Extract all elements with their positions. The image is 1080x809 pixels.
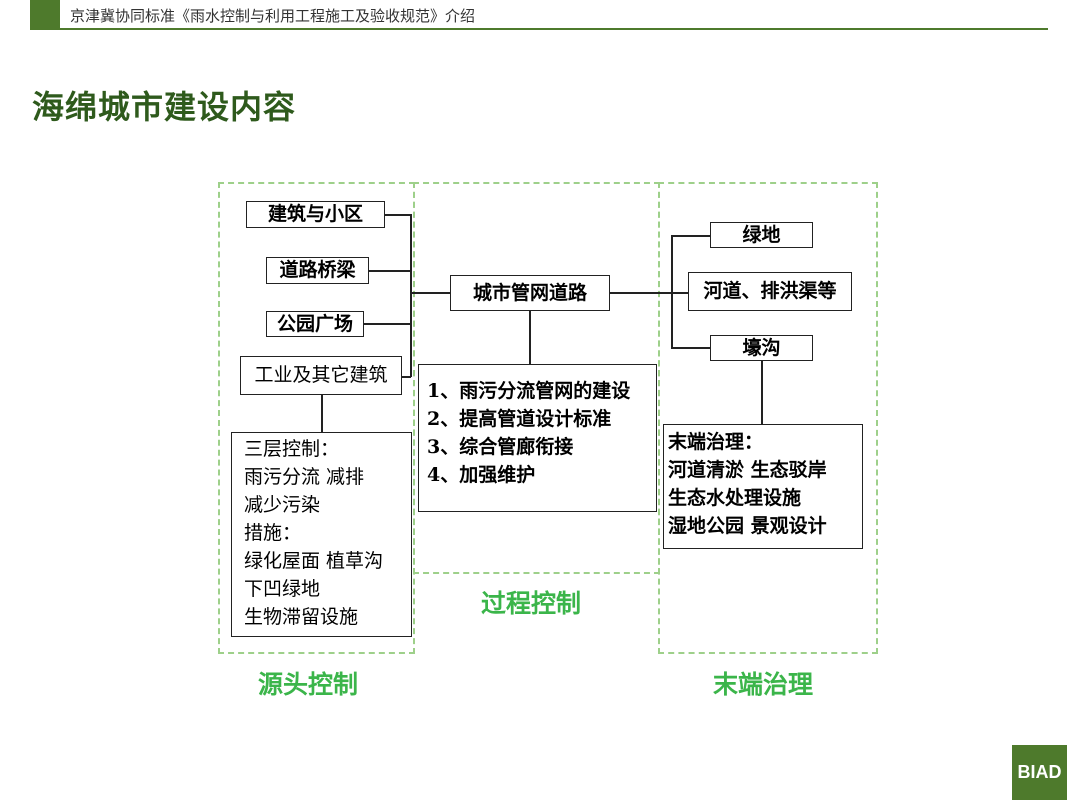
- detail-line: 减少污染: [244, 494, 321, 516]
- biad-logo: BIAD: [1012, 745, 1067, 800]
- connector-line: [402, 376, 411, 378]
- detail-line: 绿化屋面 植草沟: [244, 550, 384, 572]
- detail-line: 4、加强维护: [427, 464, 536, 486]
- detail-line: 河道清淤 生态驳岸: [668, 459, 827, 481]
- source-item-buildings: 建筑与小区: [246, 201, 385, 228]
- source-zone-label: 源头控制: [258, 670, 359, 699]
- page-title: 海绵城市建设内容: [32, 88, 297, 126]
- end-zone-label: 末端治理: [713, 670, 814, 699]
- detail-line: 湿地公园 景观设计: [668, 515, 827, 537]
- detail-line: 三层控制：: [244, 438, 340, 460]
- end-zone: [658, 182, 878, 654]
- connector-line: [369, 270, 411, 272]
- detail-line: 雨污分流 减排: [244, 466, 365, 488]
- end-details: 末端治理： 河道清淤 生态驳岸 生态水处理设施 湿地公园 景观设计: [663, 424, 863, 549]
- connector-line: [610, 292, 688, 294]
- connector-line: [410, 214, 412, 377]
- header-divider: [30, 28, 1048, 30]
- detail-line: 下凹绿地: [244, 578, 321, 600]
- source-details: 三层控制： 雨污分流 减排 减少污染 措施： 绿化屋面 植草沟 下凹绿地 生物滞…: [231, 432, 412, 637]
- header-title: 京津冀协同标准《雨水控制与利用工程施工及验收规范》介绍: [70, 7, 476, 25]
- connector-line: [761, 361, 763, 424]
- process-center-urban-pipe-network: 城市管网道路: [450, 275, 610, 311]
- connector-line: [321, 395, 323, 432]
- connector-line: [385, 214, 411, 216]
- detail-line: 措施：: [244, 522, 302, 544]
- detail-line: 1、雨污分流管网的建设: [427, 380, 631, 402]
- detail-line: 3、综合管廊衔接: [427, 436, 574, 458]
- header-accent-bar: [30, 0, 60, 29]
- source-item-industrial: 工业及其它建筑: [240, 356, 402, 395]
- end-item-green-space: 绿地: [710, 222, 813, 248]
- detail-line: 生物滞留设施: [244, 606, 359, 628]
- process-zone-label: 过程控制: [481, 589, 582, 618]
- connector-line: [410, 292, 450, 294]
- detail-line: 2、提高管道设计标准: [427, 408, 612, 430]
- connector-line: [364, 323, 411, 325]
- source-item-parks-squares: 公园广场: [266, 311, 364, 337]
- end-item-ditch: 壕沟: [710, 335, 813, 361]
- connector-line: [671, 347, 710, 349]
- source-item-roads-bridges: 道路桥梁: [266, 257, 369, 284]
- connector-line: [671, 235, 673, 348]
- detail-line: 生态水处理设施: [668, 487, 802, 509]
- detail-line: 末端治理：: [668, 431, 764, 453]
- end-item-rivers-channels: 河道、排洪渠等: [688, 272, 852, 311]
- process-details: 1、雨污分流管网的建设 2、提高管道设计标准 3、综合管廊衔接 4、加强维护: [418, 364, 657, 512]
- connector-line: [671, 235, 710, 237]
- connector-line: [529, 311, 531, 364]
